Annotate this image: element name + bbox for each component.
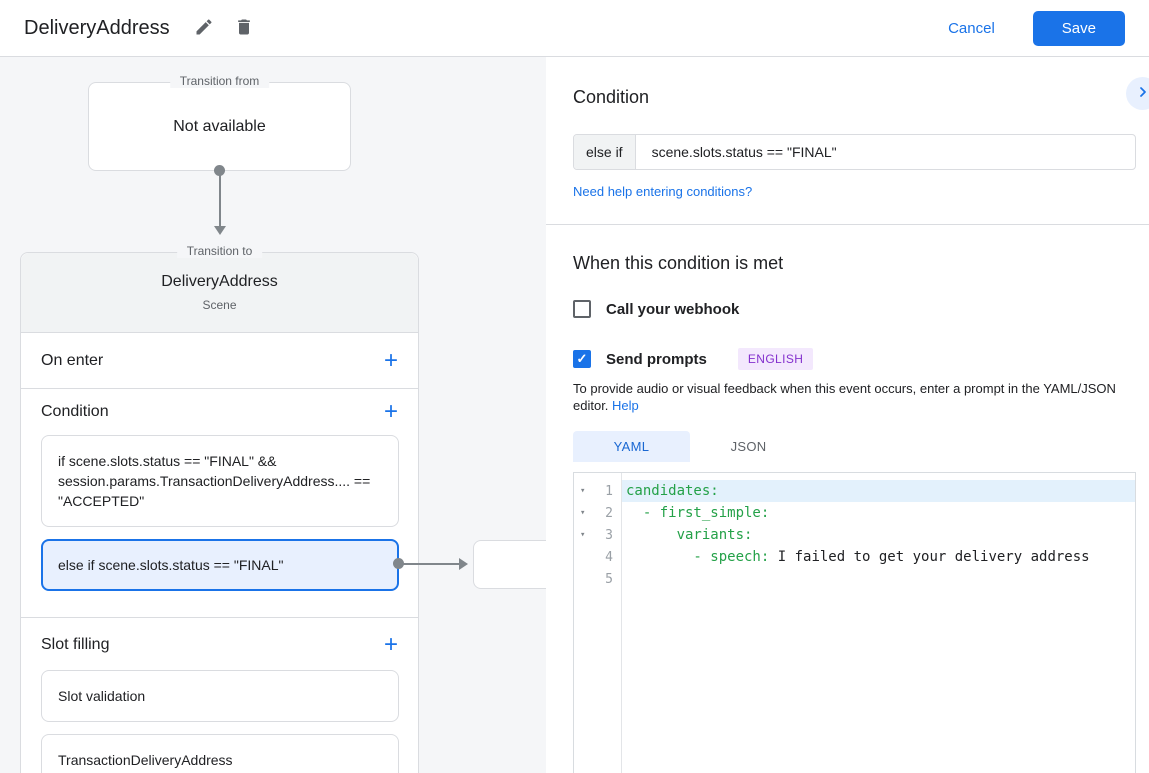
language-badge: ENGLISH (737, 348, 814, 370)
condition-item-selected[interactable]: else if scene.slots.status == "FINAL" (41, 539, 399, 591)
connector-dot (393, 558, 404, 569)
gutter-row: ▾ 3 (574, 524, 621, 546)
prompt-help-link[interactable]: Help (612, 398, 639, 413)
condition-section-title: Condition (41, 403, 109, 420)
yaml-key: - speech: (626, 549, 770, 565)
transition-from-value: Not available (173, 117, 266, 135)
code-line[interactable]: variants: (622, 524, 1135, 546)
tab-yaml[interactable]: YAML (573, 431, 690, 462)
prompt-description: To provide audio or visual feedback when… (573, 380, 1131, 414)
fold-arrow-icon[interactable]: ▾ (580, 486, 586, 496)
editor-body: Transition from Not available Transition… (0, 57, 1149, 773)
send-prompts-checkbox[interactable]: ✓ (573, 350, 591, 368)
flow-canvas: Transition from Not available Transition… (0, 57, 546, 773)
page-title: DeliveryAddress (24, 16, 170, 39)
condition-item[interactable]: if scene.slots.status == "FINAL" && sess… (41, 435, 399, 527)
editor-tabs: YAML JSON (573, 431, 1136, 462)
line-number: 1 (605, 483, 613, 499)
gutter-row: 4 (574, 546, 621, 568)
chevron-right-icon (1135, 84, 1149, 103)
conditions-help-link[interactable]: Need help entering conditions? (573, 184, 753, 199)
code-area[interactable]: candidates: - first_simple: variants: - … (622, 473, 1135, 773)
condition-section: Condition + if scene.slots.status == "FI… (21, 389, 418, 618)
add-condition-button[interactable]: + (383, 398, 398, 425)
tab-json[interactable]: JSON (690, 431, 807, 462)
cancel-button[interactable]: Cancel (948, 19, 995, 37)
header: DeliveryAddress Cancel Save (0, 0, 1149, 57)
scene-card-header: DeliveryAddress Scene (21, 253, 418, 333)
fold-arrow-icon[interactable]: ▾ (580, 508, 586, 518)
gutter-row: ▾ 1 (574, 480, 621, 502)
send-prompts-row: ✓ Send prompts ENGLISH (573, 348, 1136, 370)
line-number: 3 (605, 527, 613, 543)
code-line[interactable] (622, 568, 1135, 590)
slot-filling-title: Slot filling (41, 636, 110, 653)
yaml-key: - first_simple: (626, 505, 770, 521)
panel-divider (546, 224, 1149, 225)
transition-to-label: Transition to (176, 244, 263, 258)
transition-from-label: Transition from (169, 74, 270, 88)
on-enter-title: On enter (41, 351, 104, 369)
yaml-value: I failed to get your delivery address (769, 549, 1090, 565)
scene-name: DeliveryAddress (161, 273, 278, 290)
yaml-key: candidates: (626, 483, 719, 499)
condition-expression-input[interactable]: scene.slots.status == "FINAL" (651, 144, 837, 160)
add-slot-button[interactable]: + (383, 631, 398, 658)
line-number: 4 (605, 549, 613, 565)
edit-button[interactable] (192, 16, 216, 40)
condition-prefix: else if (574, 135, 636, 169)
arrow-down-icon (214, 226, 226, 235)
webhook-label: Call your webhook (606, 300, 740, 318)
gutter-row: ▾ 2 (574, 502, 621, 524)
code-line[interactable]: - first_simple: (622, 502, 1135, 524)
save-button[interactable]: Save (1032, 10, 1125, 46)
condition-panel-title: Condition (573, 87, 650, 107)
connector-line (401, 563, 461, 565)
code-line[interactable]: candidates: (622, 480, 1135, 502)
condition-panel: Condition else if scene.slots.status == … (546, 57, 1149, 773)
on-enter-section: On enter + (21, 333, 418, 389)
editor-gutter: ▾ 1 ▾ 2 ▾ 3 4 (574, 473, 622, 773)
delete-button[interactable] (232, 16, 256, 40)
code-line[interactable]: - speech: I failed to get your delivery … (622, 546, 1135, 568)
scene-type: Scene (202, 298, 237, 312)
webhook-row: Call your webhook (573, 300, 1136, 318)
code-editor[interactable]: ▾ 1 ▾ 2 ▾ 3 4 (573, 472, 1136, 773)
scene-card: Transition to DeliveryAddress Scene On e… (20, 244, 419, 773)
webhook-checkbox[interactable] (573, 300, 591, 318)
transition-target-node[interactable] (473, 540, 546, 589)
arrow-right-icon (459, 558, 468, 570)
transition-from-node: Transition from Not available (88, 74, 351, 171)
prompt-description-text: To provide audio or visual feedback when… (573, 381, 1116, 413)
connector-line (219, 170, 221, 226)
condition-expression-row[interactable]: else if scene.slots.status == "FINAL" (573, 134, 1136, 170)
line-number: 5 (605, 571, 613, 587)
collapse-panel-button[interactable] (1126, 77, 1149, 110)
line-number: 2 (605, 505, 613, 521)
add-on-enter-button[interactable]: + (383, 346, 398, 374)
fold-arrow-icon[interactable]: ▾ (580, 530, 586, 540)
slot-item[interactable]: TransactionDeliveryAddress (41, 734, 399, 773)
trash-icon (234, 17, 254, 40)
when-met-title: When this condition is met (573, 253, 784, 273)
yaml-key: variants: (626, 527, 753, 543)
slot-validation-item[interactable]: Slot validation (41, 670, 399, 722)
slot-filling-section: Slot filling + Slot validation Transacti… (21, 622, 418, 773)
send-prompts-label: Send prompts (606, 350, 707, 368)
gutter-row: 5 (574, 568, 621, 590)
pencil-icon (194, 17, 214, 40)
